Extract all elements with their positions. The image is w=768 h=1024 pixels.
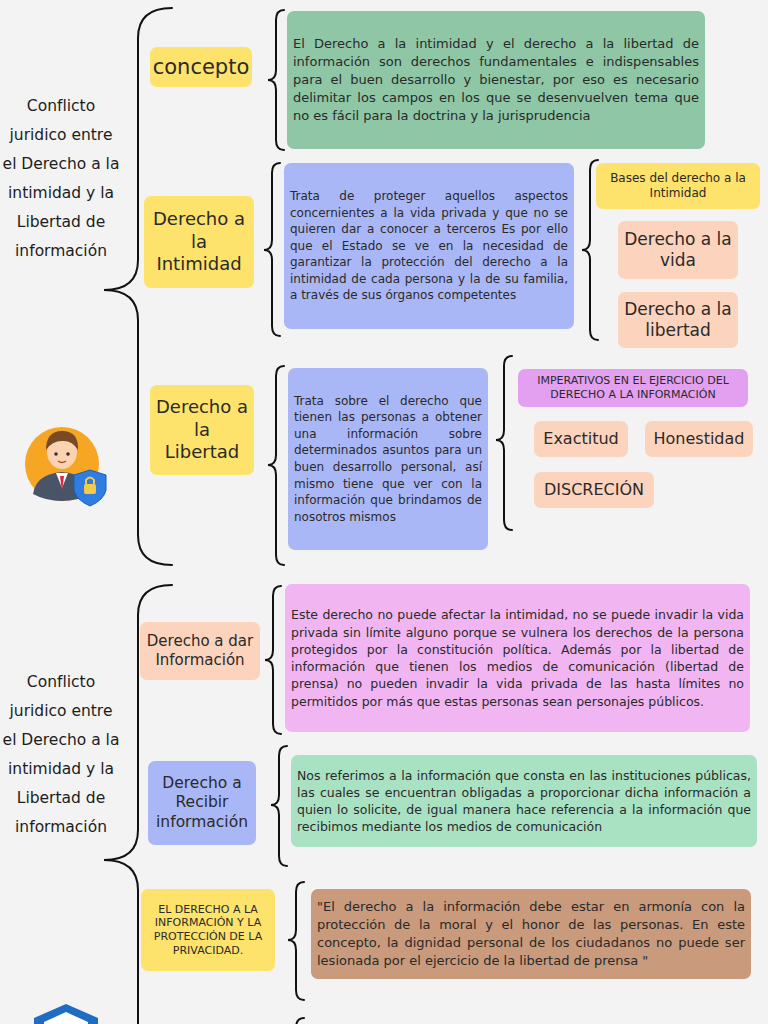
item-box: DISCRECIÓN (534, 472, 654, 508)
label-text: Derecho a dar Información (145, 632, 255, 670)
label-text: concepto (153, 54, 250, 80)
category-box: Derecho a dar Información (140, 622, 260, 680)
brace (271, 746, 287, 866)
text-box: El Derecho a la intimidad y el derecho a… (287, 11, 705, 149)
category-box: Derecho a Recibir información (148, 761, 256, 845)
brace (268, 366, 284, 565)
label-text: IMPERATIVOS EN EL EJERCICIO DEL DERECHO … (523, 374, 743, 402)
brace (496, 356, 512, 530)
item-box: Exactitud (534, 421, 628, 457)
text-box: Trata sobre el derecho que tienen las pe… (288, 368, 488, 550)
category-box: Derecho a la Libertad (150, 385, 254, 475)
item-box: Honestidad (645, 421, 753, 457)
text-box: "El derecho a la información debe estar … (311, 889, 751, 979)
label-text: Exactitud (543, 429, 618, 449)
label-text: DISCRECIÓN (544, 480, 644, 500)
category-box: concepto (150, 47, 252, 87)
body-text: El Derecho a la intimidad y el derecho a… (293, 35, 699, 125)
label-text: EL DERECHO A LA INFORMACIÓN Y LA PROTECC… (146, 903, 270, 958)
brace (296, 1018, 304, 1024)
title-label: Conflicto juridico entre el Derecho a la… (2, 668, 120, 842)
category-box: EL DERECHO A LA INFORMACIÓN Y LA PROTECC… (141, 889, 275, 971)
text-box: Este derecho no puede afectar la intimid… (285, 584, 750, 732)
body-text: Trata sobre el derecho que tienen las pe… (294, 393, 482, 525)
item-box: Derecho a la libertad (618, 292, 738, 348)
category-box: Derecho a la Intimidad (144, 196, 254, 288)
label-text: Honestidad (654, 429, 745, 449)
body-text: Trata de proteger aquellos aspectos conc… (290, 188, 568, 304)
text-box: Trata de proteger aquellos aspectos conc… (284, 163, 574, 329)
body-text: "El derecho a la información debe estar … (317, 898, 745, 970)
brace (288, 882, 304, 1000)
label-text: Derecho a Recibir información (153, 774, 251, 832)
text-box: Nos referimos a la información que const… (291, 755, 757, 847)
brace (265, 586, 281, 734)
label-text: Derecho a la Libertad (155, 396, 249, 464)
person-icon (25, 427, 106, 506)
body-text: Nos referimos a la información que const… (297, 767, 751, 836)
shield-icon (34, 1004, 98, 1024)
brace (264, 163, 280, 336)
label-text: Derecho a la vida (623, 229, 733, 272)
item-box: Derecho a la vida (618, 221, 738, 279)
body-text: Este derecho no puede afectar la intimid… (291, 606, 744, 710)
sub-heading-box: IMPERATIVOS EN EL EJERCICIO DEL DERECHO … (518, 369, 748, 407)
title-label: Conflicto juridico entre el Derecho a la… (2, 92, 120, 266)
label-text: Bases del derecho a la Intimidad (601, 171, 755, 201)
label-text: Derecho a la Intimidad (149, 208, 249, 276)
sub-heading-box: Bases del derecho a la Intimidad (596, 163, 760, 209)
brace (268, 10, 284, 150)
label-text: Derecho a la libertad (623, 299, 733, 342)
